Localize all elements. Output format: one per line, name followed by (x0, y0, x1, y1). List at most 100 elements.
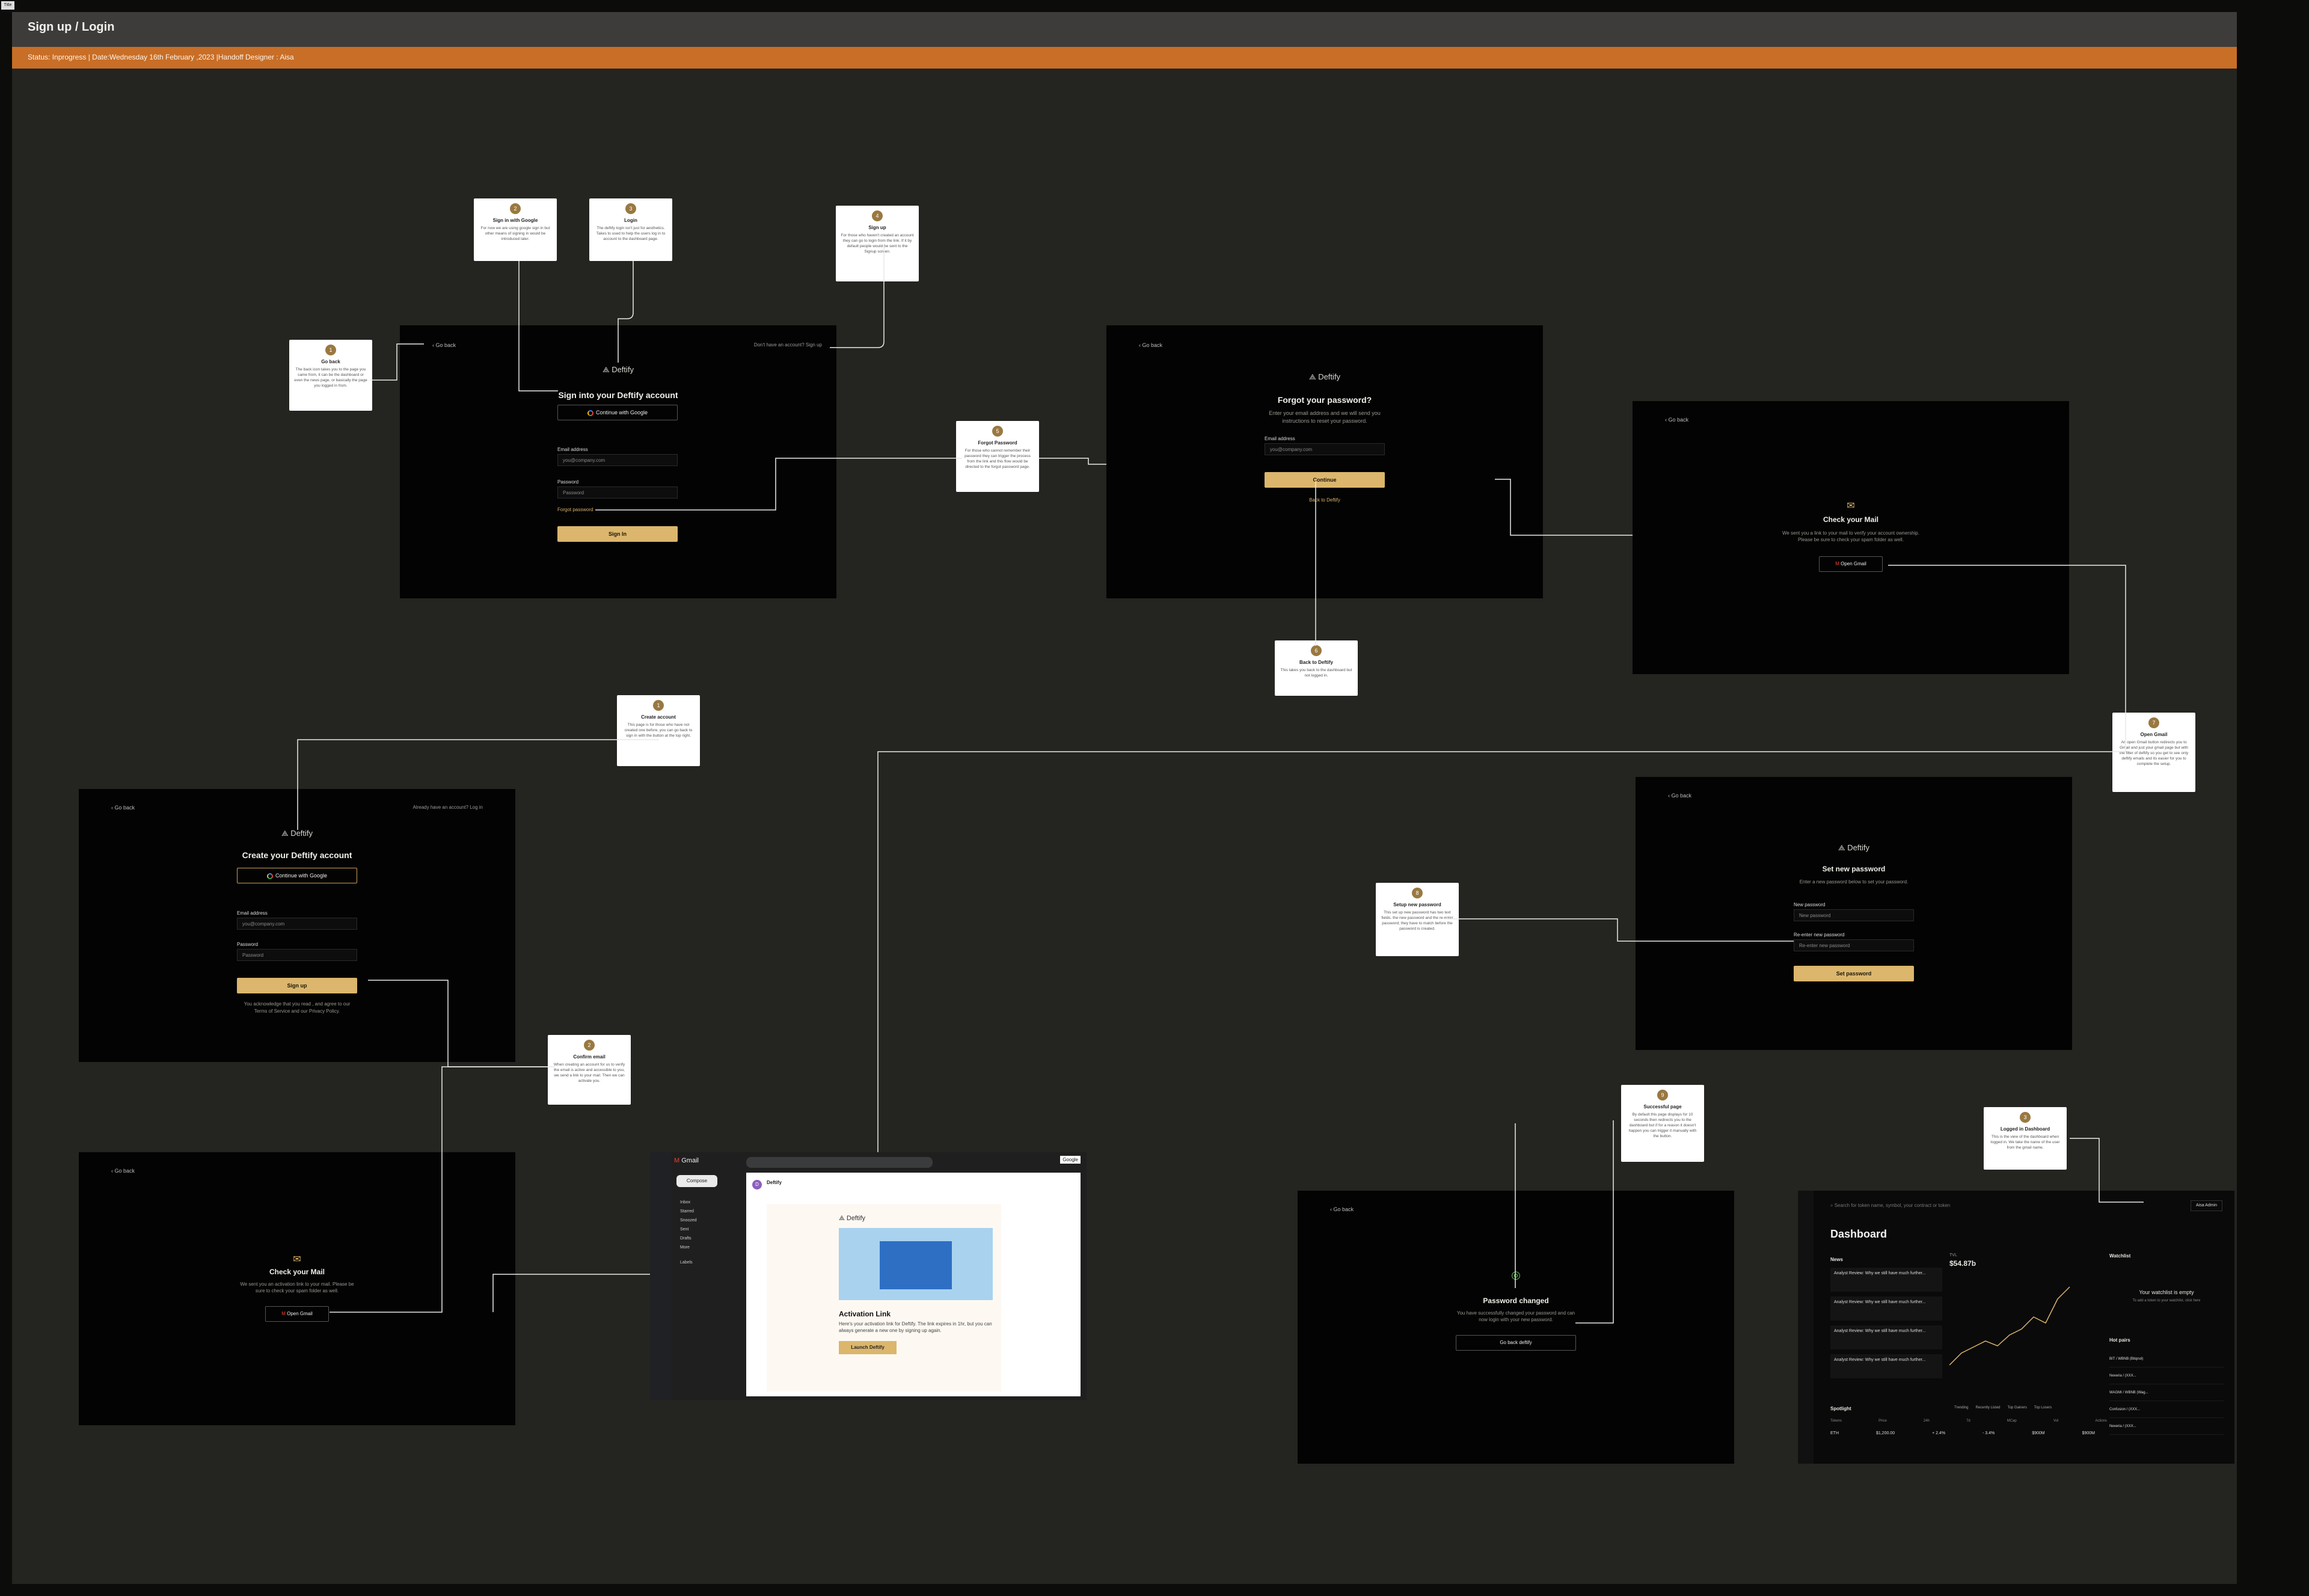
list-item[interactable]: Top Gainers (2008, 1406, 2027, 1410)
email-field[interactable]: you@company.com (1265, 443, 1385, 455)
gmail-rail (650, 1152, 672, 1400)
signin-button[interactable]: Sign In (557, 526, 678, 542)
note-number: 2 (584, 1040, 595, 1051)
list-item[interactable]: MCap (2007, 1419, 2017, 1423)
list-item[interactable]: More (680, 1243, 697, 1252)
note-title: Successful page (1626, 1104, 1699, 1110)
list-item[interactable]: Drafts (680, 1234, 697, 1243)
list-item[interactable]: Sent (680, 1225, 697, 1234)
back-to-deftify-link[interactable]: Back to Deftify (1106, 497, 1543, 503)
dashboard-frame: ⌕ Search for token name, symbol, your co… (1798, 1191, 2234, 1464)
note-title: Back to Deftify (1280, 660, 1353, 665)
google-button[interactable]: Continue with Google (237, 868, 357, 883)
go-back-deftify-button[interactable]: Go back deftify (1456, 1335, 1576, 1351)
list-item[interactable]: $900M (2032, 1431, 2044, 1435)
list-item[interactable]: Trending (1954, 1406, 1968, 1410)
go-back-link[interactable]: Go back (1668, 793, 1691, 799)
list-item[interactable]: Inbox (680, 1198, 697, 1207)
check-mail-text: We sent you a link to your mail to verif… (1776, 530, 1926, 543)
email-body: ⟁ Deftify Activation Link Here's your ac… (767, 1204, 1001, 1392)
list-item[interactable]: Nexeria / (XXX... (2109, 1418, 2224, 1435)
forgot-password-link[interactable]: Forgot password (557, 507, 593, 512)
new-password-field[interactable]: New password (1794, 909, 1914, 921)
list-item[interactable]: - 3.4% (1982, 1431, 1995, 1435)
list-item[interactable]: Snoozed (680, 1216, 697, 1225)
go-back-link[interactable]: Go back (432, 342, 456, 348)
signup-prompt[interactable]: Don't have an account? Sign up (702, 342, 822, 348)
open-gmail-label: Open Gmail (287, 1311, 313, 1316)
list-item[interactable]: Analyst Review: Why we still have much f… (1830, 1354, 1942, 1378)
logo: ⟁ Deftify (1636, 843, 2072, 853)
search-placeholder: Search for token name, symbol, your cont… (1835, 1203, 1951, 1208)
open-gmail-button[interactable]: M Open Gmail (1819, 556, 1883, 572)
note-number: 9 (1657, 1090, 1668, 1100)
note-body: For those who cannot remember their pass… (961, 448, 1034, 470)
list-item[interactable]: Actions (2095, 1419, 2107, 1423)
list-item[interactable]: Recently Listed (1975, 1406, 2000, 1410)
launch-button[interactable]: Launch Deftify (839, 1341, 897, 1354)
list-item[interactable]: BIT / WBNB (Bitqnol) (2109, 1351, 2224, 1367)
list-item[interactable]: $1,200.00 (1876, 1431, 1895, 1435)
mail-icon: ✉ (1633, 500, 2069, 512)
note-body: When creating an account for us to verif… (553, 1062, 626, 1084)
list-item[interactable]: Top Losers (2034, 1406, 2052, 1410)
spotlight-columns: Tokens Price 24h 7d MCap Vol Actions (1830, 1419, 2107, 1423)
note-title: Create account (622, 714, 695, 720)
list-item[interactable]: 7d (1966, 1419, 1970, 1423)
email-field[interactable]: you@company.com (237, 918, 357, 930)
go-back-link[interactable]: Go back (1330, 1206, 1354, 1212)
password-field[interactable]: Password (557, 486, 678, 499)
go-back-link[interactable]: Go back (1665, 417, 1688, 423)
email-label: Email address (557, 447, 588, 452)
list-item[interactable]: Tokens (1830, 1419, 1842, 1423)
go-back-link[interactable]: Go back (111, 805, 135, 811)
gmail-logo: M Gmail (674, 1157, 699, 1164)
list-item[interactable]: + 2.4% (1932, 1431, 1945, 1435)
list-item[interactable]: Analyst Review: Why we still have much f… (1830, 1268, 1942, 1292)
google-button[interactable]: Continue with Google (557, 405, 678, 420)
password-field[interactable]: Password (237, 949, 357, 961)
tvl-value: $54.87b (1949, 1259, 1976, 1268)
list-item[interactable]: Confusion / (XXX... (2109, 1401, 2224, 1418)
google-label: Continue with Google (275, 873, 327, 879)
list-item[interactable]: Analyst Review: Why we still have much f… (1830, 1297, 1942, 1321)
set-password-button[interactable]: Set password (1794, 966, 1914, 981)
dashboard-search[interactable]: ⌕ Search for token name, symbol, your co… (1830, 1203, 1950, 1209)
list-item[interactable]: Price (1878, 1419, 1887, 1423)
list-item[interactable]: WAGMI / WBNB (Wag... (2109, 1384, 2224, 1401)
note-number: 2 (510, 203, 521, 214)
list-item[interactable]: $900M (2082, 1431, 2095, 1435)
list-item[interactable]: Vol (2053, 1419, 2058, 1423)
list-item[interactable]: Nexeria / (XXX... (2109, 1367, 2224, 1384)
tvl-label: TVL (1949, 1253, 1957, 1257)
page-tag: Title (1, 1, 14, 10)
open-gmail-button[interactable]: M Open Gmail (265, 1306, 329, 1322)
signup-button[interactable]: Sign up (237, 978, 357, 993)
list-item[interactable]: Analyst Review: Why we still have much f… (1830, 1325, 1942, 1349)
terms-text: You acknowledge that you read , and agre… (237, 1001, 357, 1015)
go-back-link[interactable]: Go back (111, 1168, 135, 1174)
compose-button[interactable]: Compose (676, 1175, 717, 1187)
envelope-icon (880, 1241, 952, 1289)
user-menu[interactable]: Aisa Admin (2191, 1200, 2222, 1211)
logo: ⟁ Deftify (79, 829, 515, 838)
continue-button[interactable]: Continue (1265, 472, 1385, 488)
list-item[interactable]: Starred (680, 1207, 697, 1216)
google-badge: Google (1060, 1156, 1081, 1164)
email-field[interactable]: you@company.com (557, 454, 678, 466)
page-header: Sign up / Login (12, 12, 2237, 47)
go-back-link[interactable]: Go back (1139, 342, 1162, 348)
list-item[interactable]: 24h (1924, 1419, 1930, 1423)
status-bar: Status: Inprogress | Date:Wednesday 16th… (12, 47, 2237, 69)
list-item[interactable]: ETH (1830, 1431, 1839, 1435)
gmail-search[interactable] (746, 1157, 933, 1168)
reenter-password-field[interactable]: Re-enter new password (1794, 939, 1914, 951)
password-changed-text: You have successfully changed your passw… (1456, 1310, 1576, 1323)
note-body: This page is for those who have not crea… (622, 722, 695, 738)
login-prompt[interactable]: Already have an account? Log in (363, 805, 483, 810)
